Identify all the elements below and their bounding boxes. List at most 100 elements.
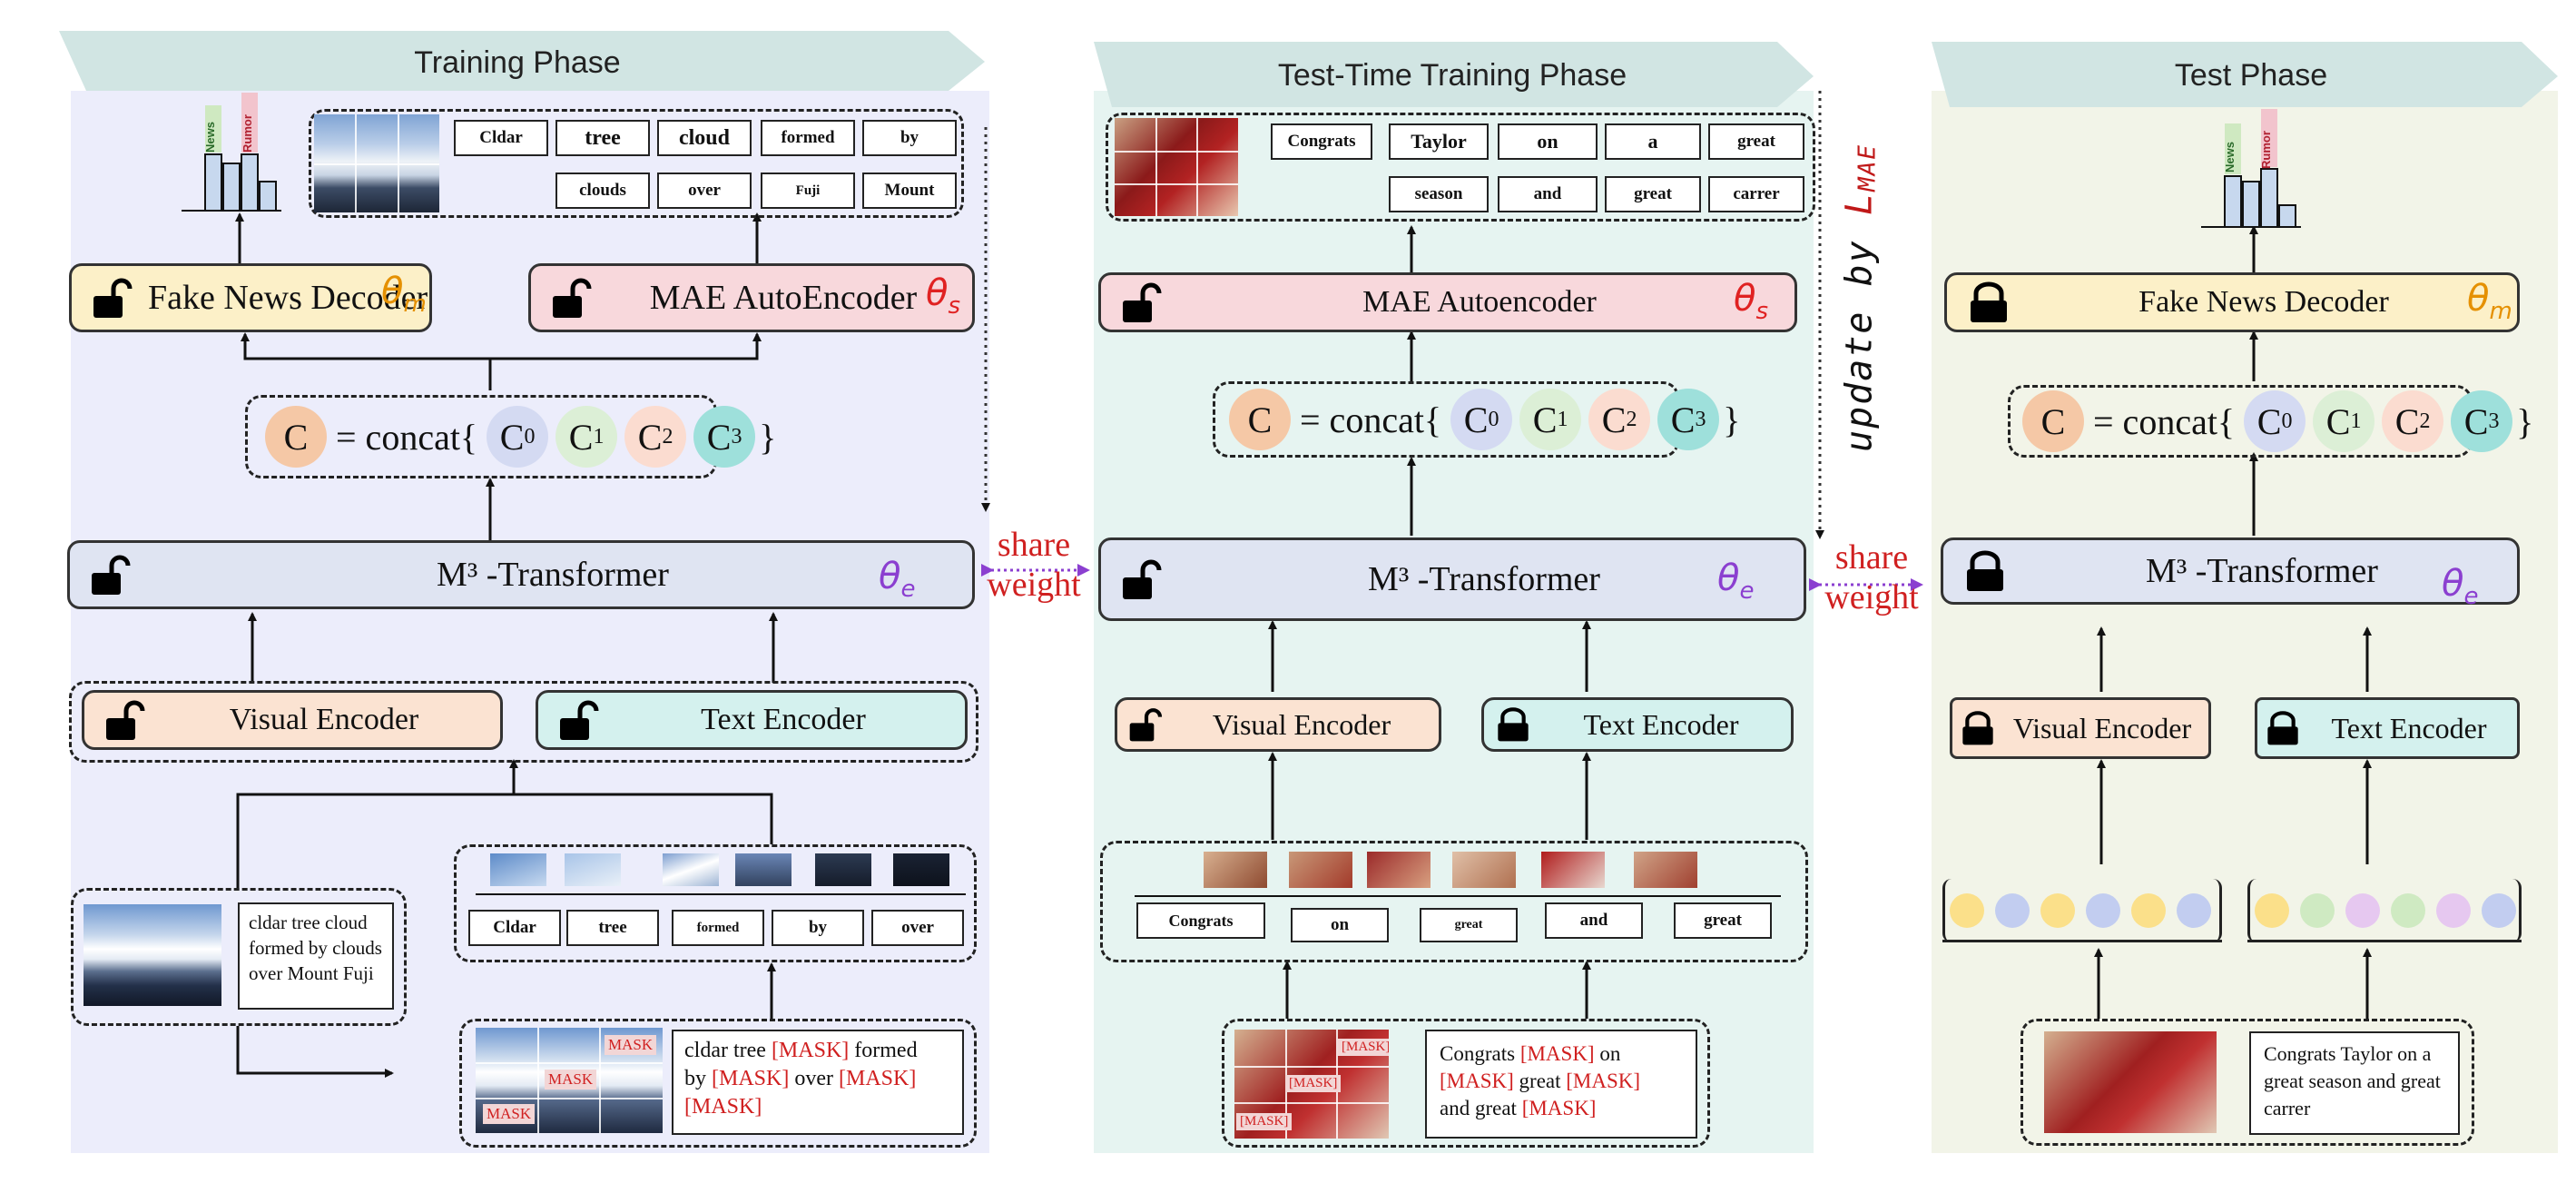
visual-feature-dot: [1950, 893, 1984, 928]
test-input: [2020, 1019, 2474, 1146]
input-token: great: [1420, 908, 1518, 942]
test-text-encoder: Text Encoder: [2255, 697, 2520, 759]
input-token: great: [1674, 902, 1772, 939]
mask-label: MASK: [483, 1104, 536, 1124]
visual-feature-bracket: [1942, 879, 2222, 942]
training-m3-transformer: M³ -Transformer: [67, 540, 975, 609]
transformer-label: M³ -Transformer: [437, 556, 669, 594]
image-patch: [565, 853, 621, 886]
unlock-icon: [553, 278, 592, 318]
visual-encoder-label: Visual Encoder: [229, 703, 419, 736]
training-patch-token-box: [454, 844, 977, 962]
unlock-icon: [1123, 282, 1162, 322]
recon-token: over: [657, 173, 752, 209]
text-feature-bracket: [2247, 879, 2522, 942]
mask-label: [MASK]: [1285, 1075, 1342, 1092]
text-feature-base: [2247, 908, 2522, 942]
recon-token: cloud: [657, 120, 752, 156]
concat-eq: = concat{: [336, 416, 478, 458]
theta-e-label: θe: [2442, 563, 2479, 610]
unlock-icon: [1129, 708, 1163, 742]
text-feature-dot: [2300, 893, 2335, 928]
lock-icon: [1967, 550, 2003, 591]
lock-icon: [1971, 281, 2007, 322]
visual-feature-dot: [2086, 893, 2120, 928]
mae-label: MAE AutoEncoder: [649, 279, 918, 317]
test-panel: [1932, 91, 2558, 1153]
input-token: on: [1291, 908, 1389, 942]
recon-token: on: [1498, 123, 1598, 160]
unlock-icon: [560, 700, 599, 740]
test-phase-header: Test Phase: [2174, 57, 2328, 93]
test-prediction-bars: [2201, 109, 2301, 228]
concat-close: }: [759, 416, 777, 458]
image-patch: [1204, 852, 1267, 888]
ttt-reconstruction-box: [1106, 113, 1815, 222]
input-token: formed: [672, 910, 764, 946]
training-header-shape: [59, 31, 985, 91]
input-token: and: [1545, 902, 1643, 939]
unlock-icon: [93, 278, 133, 318]
training-original-input: [71, 888, 407, 1026]
concat-eq: = concat{: [2093, 400, 2236, 442]
test-visual-encoder: Visual Encoder: [1950, 697, 2211, 759]
lock-icon: [1498, 707, 1529, 742]
theta-m-label: θm: [2467, 278, 2512, 325]
recon-token: by: [862, 120, 957, 156]
input-token: over: [871, 910, 964, 946]
theta-m-label: θm: [381, 271, 427, 318]
training-mae-autoencoder: MAE AutoEncoder: [528, 263, 975, 332]
training-text-encoder: Text Encoder: [536, 690, 968, 750]
input-token: tree: [566, 910, 659, 946]
recon-token: great: [1605, 176, 1701, 212]
image-patch: [663, 853, 719, 886]
visual-feature-dot: [2040, 893, 2075, 928]
original-text: cldar tree cloud formed by clouds over M…: [238, 902, 394, 1010]
test-header-shape: [1932, 42, 2558, 107]
text-feature-dot: [2436, 893, 2471, 928]
c-token: C: [1229, 389, 1291, 450]
text-encoder-label: Text Encoder: [1583, 707, 1739, 741]
unlock-icon: [92, 555, 131, 595]
visual-feature-dot: [1995, 893, 2030, 928]
concat-close: }: [1723, 399, 1741, 440]
lock-icon: [2267, 711, 2298, 745]
recon-token: carrer: [1708, 176, 1804, 212]
recon-token: season: [1389, 176, 1489, 212]
c-token: C: [2022, 390, 2084, 452]
recon-token: Taylor: [1389, 123, 1489, 160]
recon-token: and: [1498, 176, 1598, 212]
c-token: C: [265, 406, 327, 468]
concat-close: }: [2516, 400, 2534, 442]
ttt-masked-text: Congrats [MASK] on [MASK] great [MASK] a…: [1425, 1030, 1697, 1139]
training-reconstruction-box: [309, 109, 964, 218]
text-feature-dot: [2255, 893, 2289, 928]
text-feature-dot: [2391, 893, 2425, 928]
ttt-phase-header: Test-Time Training Phase: [1277, 57, 1627, 93]
text-feature-dot: [2482, 893, 2516, 928]
visual-feature-dot: [2131, 893, 2166, 928]
mask-label: [MASK]: [1338, 1039, 1389, 1056]
transformer-label: M³ -Transformer: [1368, 560, 1600, 598]
original-image: [84, 904, 221, 1006]
mask-label: MASK: [605, 1035, 657, 1055]
training-encoder-group: [69, 681, 978, 763]
test-fake-news-decoder: Fake News Decoder: [1944, 272, 2520, 332]
training-phase-header: Training Phase: [414, 44, 621, 80]
test-m3-transformer: M³ -Transformer: [1941, 537, 2520, 605]
theta-s-label: θs: [926, 272, 961, 320]
ttt-mae-autoencoder: MAE Autoencoder: [1098, 272, 1797, 332]
recon-token: clouds: [556, 173, 650, 209]
mask-label: [MASK]: [1236, 1113, 1293, 1130]
